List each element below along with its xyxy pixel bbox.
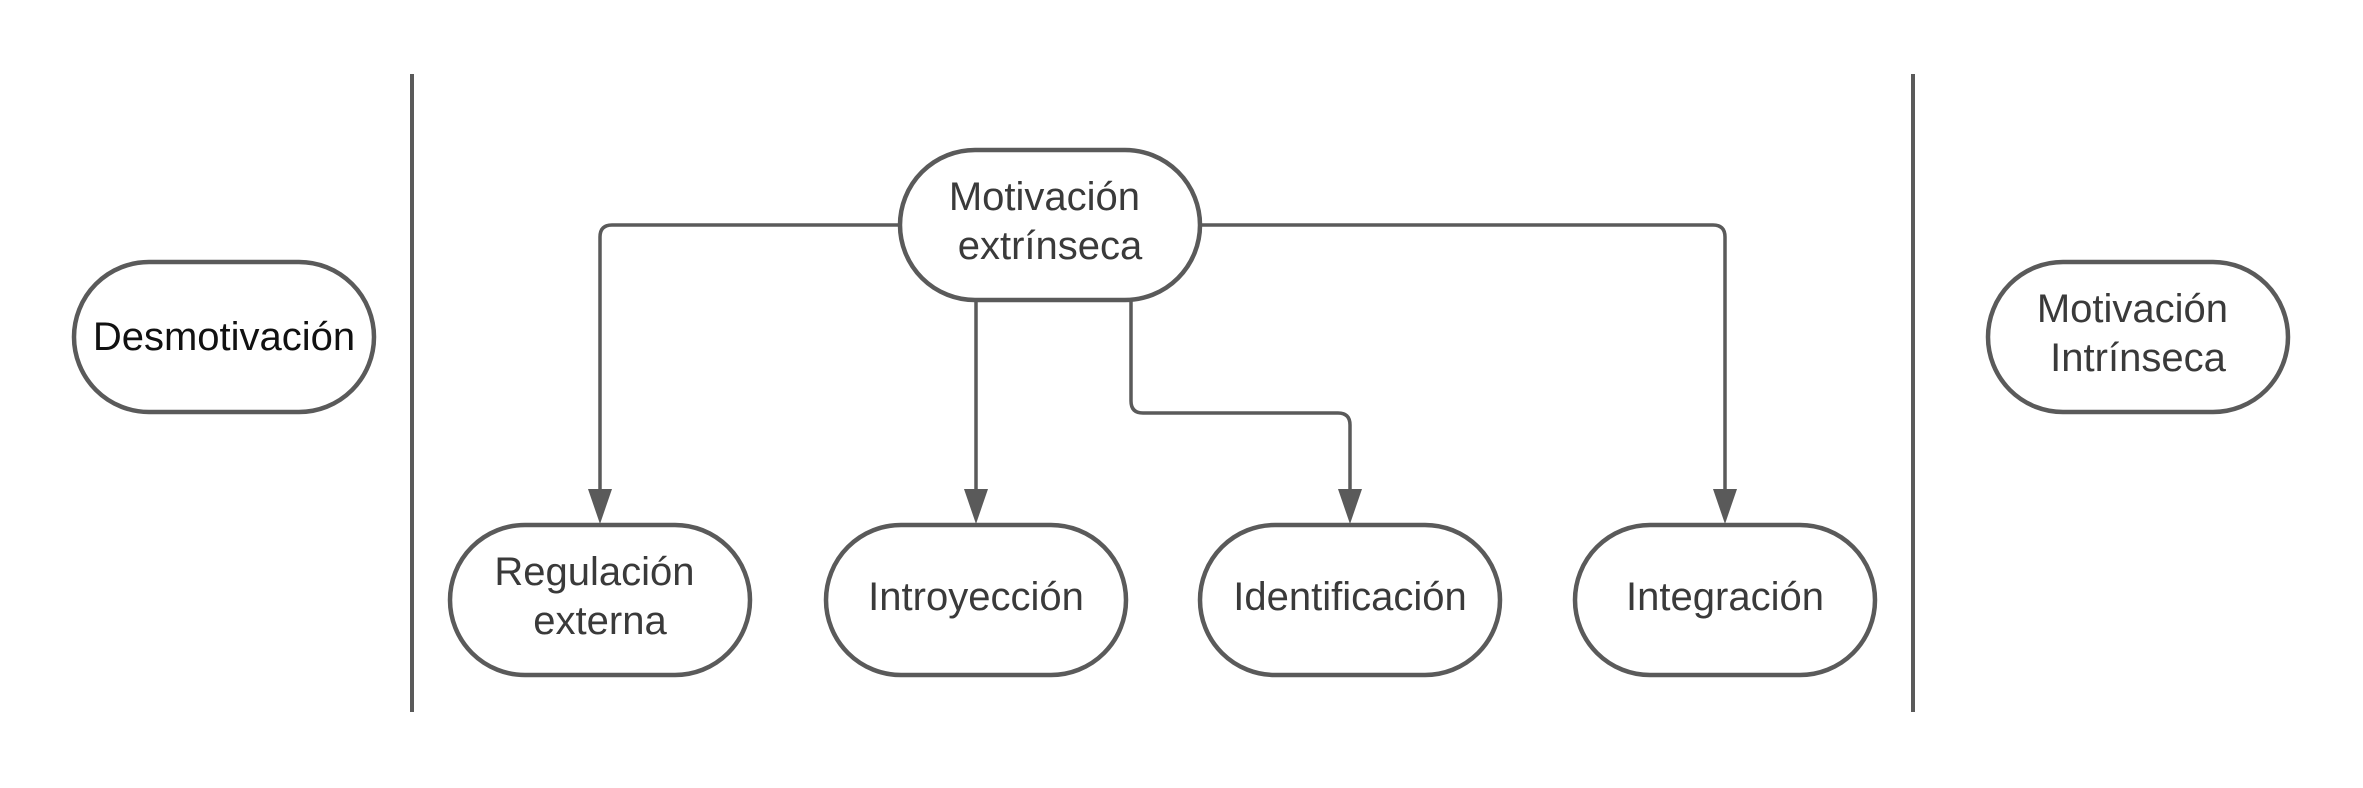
node-desmotivacion: Desmotivación [71, 259, 377, 415]
connector-to-regulacion-externa [598, 223, 900, 496]
node-identificacion: Identificación [1197, 522, 1503, 678]
arrowhead-integracion [1713, 489, 1737, 524]
node-regulacion-externa-label-line-1: Regulación [494, 550, 694, 594]
svg-text:Motivación Intrínseca: Motivación Intrínseca [2037, 287, 2239, 380]
node-motivacion-intrinseca-label-line-1: Motivación [2037, 287, 2228, 331]
arrowhead-identificacion [1338, 489, 1362, 524]
node-introyeccion: Introyección [823, 522, 1129, 678]
node-desmotivacion-label: Desmotivación [93, 315, 355, 359]
svg-text:Motivación extrínseca: Motivación extrínseca [949, 175, 1151, 268]
node-regulacion-externa-label-line-2: externa [533, 599, 667, 643]
node-integracion-label: Integración [1626, 575, 1824, 619]
node-motivacion-extrinseca-label-line-2: extrínseca [958, 224, 1143, 268]
arrowhead-regulacion-externa [588, 489, 612, 524]
connector-to-identificacion [1129, 300, 1352, 496]
svg-text:Desmotivación: Desmotivación [93, 315, 355, 359]
node-integracion: Integración [1572, 522, 1878, 678]
svg-text:Regulación externa: Regulación externa [494, 550, 705, 643]
svg-text:Introyección: Introyección [868, 575, 1084, 619]
connector-to-integracion [1200, 223, 1727, 496]
svg-text:Identificación: Identificación [1233, 575, 1466, 619]
node-motivacion-intrinseca: Motivación Intrínseca [1985, 259, 2291, 415]
node-motivacion-extrinseca: Motivación extrínseca [897, 147, 1203, 303]
svg-text:Integración: Integración [1626, 575, 1824, 619]
node-regulacion-externa: Regulación externa [447, 522, 753, 678]
node-identificacion-label: Identificación [1233, 575, 1466, 619]
node-motivacion-intrinseca-label-line-2: Intrínseca [2050, 336, 2226, 380]
node-motivacion-extrinseca-label-line-1: Motivación [949, 175, 1140, 219]
arrowhead-introyeccion [964, 489, 988, 524]
node-introyeccion-label: Introyección [868, 575, 1084, 619]
